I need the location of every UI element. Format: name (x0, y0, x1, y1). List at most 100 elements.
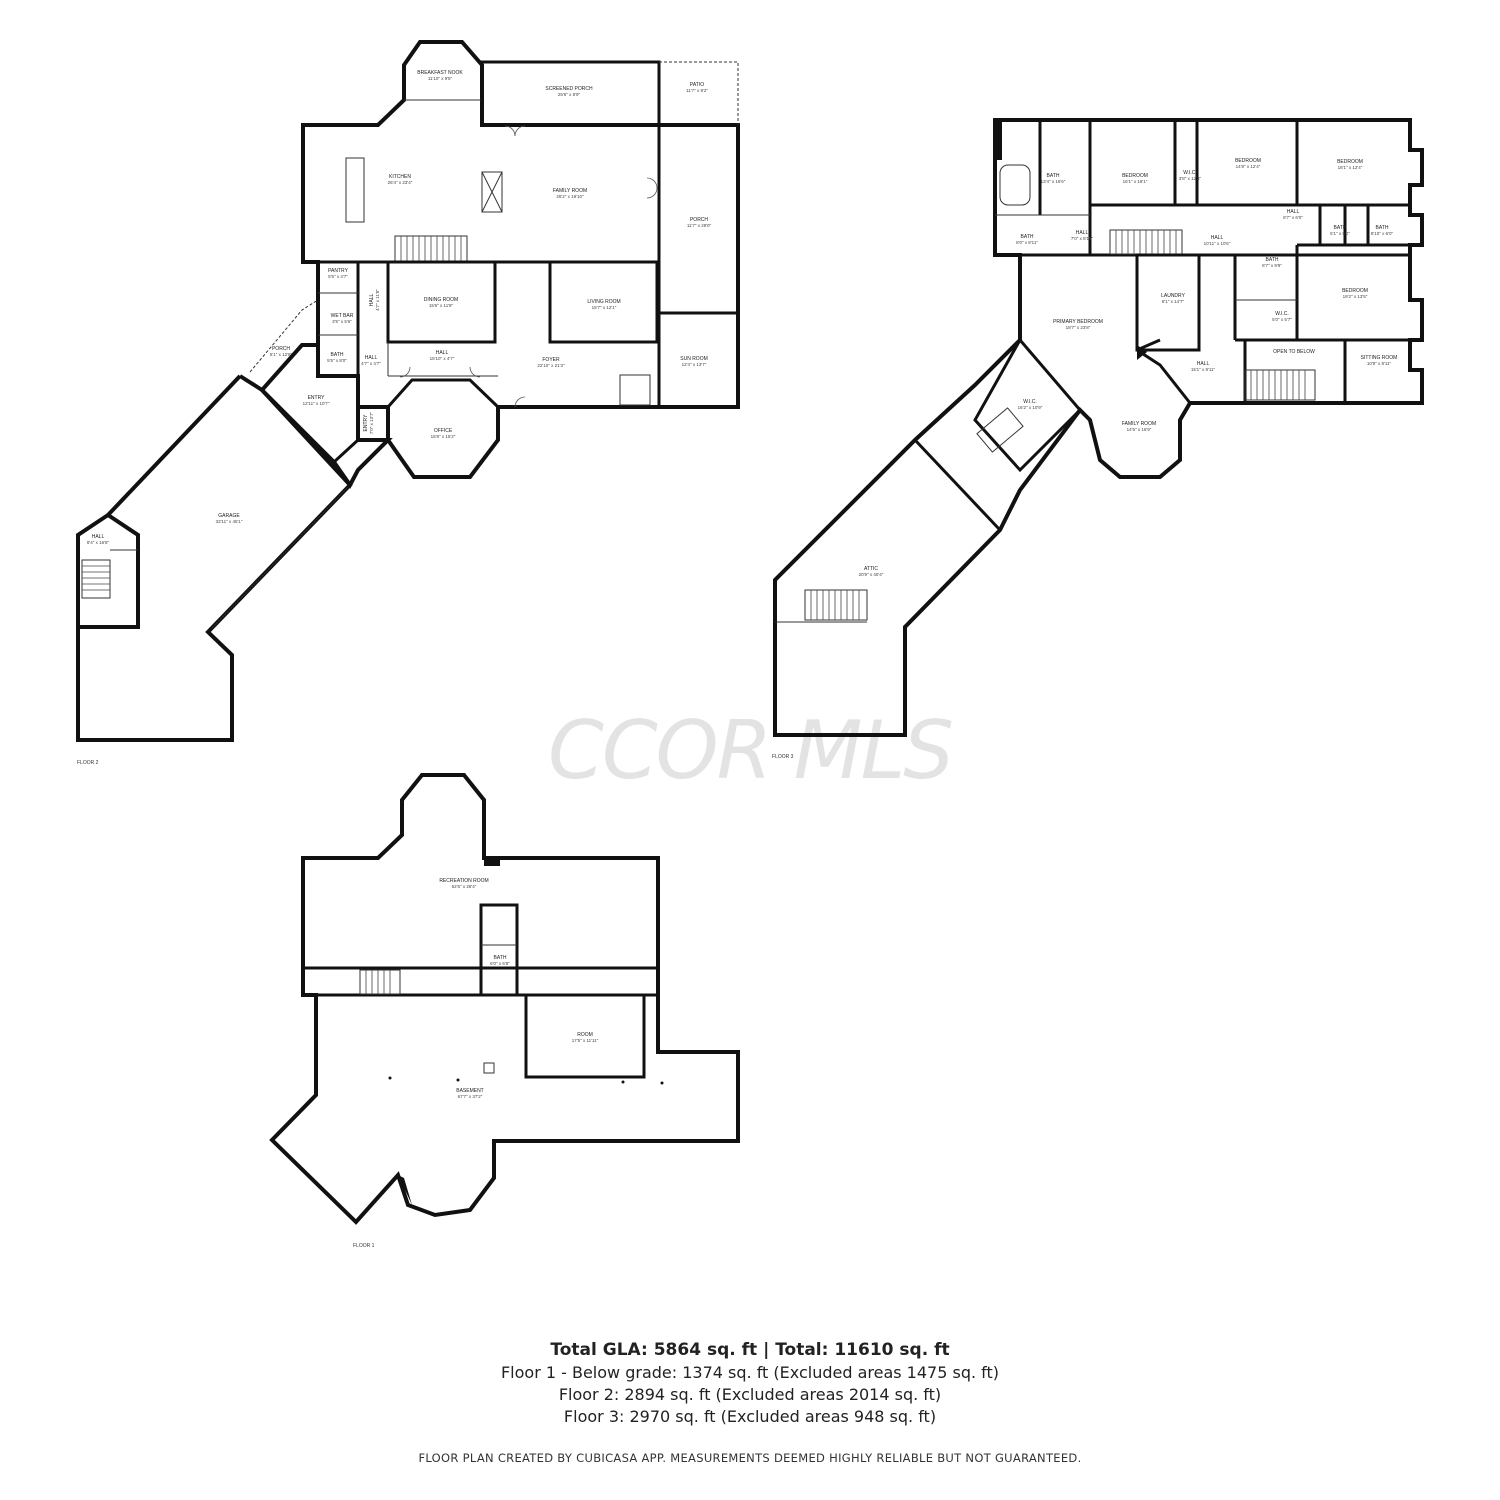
watermark-text: CCOR MLS (548, 704, 952, 797)
room-kitchen-dims: 26'4" x 23'4" (388, 180, 413, 185)
room-bath-e-dims: 8'7" x 9'9" (1262, 263, 1282, 268)
room-breakfast-nook-dims: 11'10" x 9'5" (428, 76, 453, 81)
floor-3-label: FLOOR 3 (772, 754, 794, 760)
room-hall-c-name: HALL (1211, 235, 1224, 241)
room-hall-small-dims: 4'7" x 4'7" (361, 361, 381, 366)
room-porch-east-dims: 11'7" x 28'0" (687, 223, 712, 228)
total-area: Total GLA: 5864 sq. ft | Total: 11610 sq… (550, 1340, 950, 1360)
room-laundry-name: LAUNDRY (1161, 293, 1185, 299)
room-basement-name: BASEMENT (456, 1088, 484, 1094)
room-hall-vertical-dims: 4'7" x 11'8" (375, 289, 380, 311)
room-patio-name: PATIO (690, 82, 704, 88)
room-wic-primary-dims: 16'2" x 10'9" (1018, 405, 1043, 410)
room-family-room-name: FAMILY ROOM (553, 188, 587, 194)
room-bedroom-4-name: BEDROOM (1342, 288, 1368, 294)
room-hall-garage-name: HALL (92, 534, 105, 540)
room-screened-porch-name: SCREENED PORCH (545, 86, 593, 92)
room-attic-name: ATTIC (864, 566, 878, 572)
room-hall-b-dims: 7'0" x 8'10" (1071, 236, 1094, 241)
room-garage-name: GARAGE (218, 513, 240, 519)
room-room-dims: 17'5" x 11'11" (572, 1038, 599, 1043)
room-bath-f2-dims: 5'5" x 8'0" (327, 358, 347, 363)
floor-1-plan (269, 773, 740, 1225)
room-family-room-3-dims: 14'5" x 16'9" (1127, 427, 1152, 432)
floor-2-area: Floor 2: 2894 sq. ft (Excluded areas 201… (558, 1385, 942, 1404)
room-wet-bar-name: WET BAR (331, 313, 354, 319)
room-garage-dims: 32'11" x 45'1" (216, 519, 243, 524)
room-screened-porch-dims: 25'6" x 8'9" (558, 92, 581, 97)
floor-1-labels: RECREATION ROOM 52'6" x 28'4" BATH 6'0" … (439, 878, 598, 1099)
room-entry-main-dims: 12'11" x 10'7" (303, 401, 330, 406)
room-bath-d-name: BATH (1021, 234, 1034, 240)
room-sun-room-name: SUN ROOM (680, 356, 708, 362)
room-wic-1-dims: 3'8" x 12'3" (1179, 176, 1202, 181)
floor-3-plan (773, 118, 1424, 737)
room-porch-west-dims: 5'1" x 12'8" (270, 352, 293, 357)
room-hall-d-name: HALL (1197, 361, 1210, 367)
room-bath-d-dims: 8'0" x 8'11" (1016, 240, 1038, 245)
room-hall-a-name: HALL (1287, 209, 1300, 215)
room-hall-d-dims: 15'1" x 8'11" (1191, 367, 1216, 372)
room-recreation-room-dims: 52'6" x 28'4" (452, 884, 477, 889)
room-bath-f2-name: BATH (331, 352, 344, 358)
area-summary: Total GLA: 5864 sq. ft | Total: 11610 sq… (0, 1340, 1500, 1428)
room-bedroom-2-dims: 14'8" x 12'4" (1236, 164, 1261, 169)
room-bath-primary-dims: 13'4" x 16'6" (1041, 179, 1066, 184)
room-hall-center-name: HALL (436, 350, 449, 356)
room-bath-f1-name: BATH (494, 955, 507, 961)
room-entry-main-name: ENTRY (308, 395, 326, 401)
room-foyer-name: FOYER (542, 357, 560, 363)
room-patio-dims: 11'7" x 9'2" (686, 88, 708, 93)
room-bath-e-name: BATH (1266, 257, 1279, 263)
room-primary-bedroom-dims: 18'7" x 23'8" (1066, 325, 1091, 330)
room-bath-b-name: BATH (1334, 225, 1347, 231)
room-living-room-dims: 15'7" x 12'1" (592, 305, 617, 310)
room-living-room-name: LIVING ROOM (587, 299, 620, 305)
room-hall-center-dims: 15'10" x 4'7" (430, 356, 455, 361)
room-primary-bedroom-name: PRIMARY BEDROOM (1053, 319, 1103, 325)
floor-2-label: FLOOR 2 (77, 760, 99, 766)
room-pantry-name: PANTRY (328, 268, 348, 274)
room-pantry-dims: 5'5" x 4'7" (328, 274, 348, 279)
room-office-name: OFFICE (434, 428, 453, 434)
room-hall-a-dims: 8'7" x 6'0" (1283, 215, 1303, 220)
room-bath-f1-dims: 6'0" x 6'8" (490, 961, 510, 966)
room-foyer-dims: 22'10" x 21'3" (537, 363, 565, 368)
room-attic-dims: 20'9" x 40'4" (859, 572, 884, 577)
room-bedroom-4-dims: 19'2" x 13'5" (1343, 294, 1368, 299)
floor-3-area: Floor 3: 2970 sq. ft (Excluded areas 948… (563, 1407, 937, 1426)
room-porch-west-name: PORCH (272, 346, 290, 352)
room-bedroom-1-dims: 16'1" x 18'1" (1123, 179, 1148, 184)
room-wet-bar-dims: 3'5" x 5'6" (332, 319, 352, 324)
floor-2-plan (76, 40, 740, 742)
room-bedroom-1-name: BEDROOM (1122, 173, 1148, 179)
floor-2-labels: BREAKFAST NOOK 11'10" x 9'5" SCREENED PO… (87, 70, 712, 545)
room-bedroom-3-name: BEDROOM (1337, 159, 1363, 165)
room-laundry-dims: 8'1" x 14'7" (1162, 299, 1185, 304)
room-wic-2-name: W.I.C. (1275, 311, 1289, 317)
room-office-dims: 15'8" x 15'2" (431, 434, 456, 439)
room-entry-side-dims: 7'0" x 13'7" (369, 412, 374, 435)
room-bath-c-dims: 8'10" x 6'0" (1371, 231, 1394, 236)
room-bedroom-2-name: BEDROOM (1235, 158, 1261, 164)
room-entry-side-name: ENTRY (363, 414, 369, 432)
room-sitting-room-dims: 10'9" x 8'11" (1367, 361, 1392, 366)
room-wic-2-dims: 5'0" x 5'7" (1272, 317, 1292, 322)
floor-1-label: FLOOR 1 (353, 1243, 375, 1249)
room-hall-small-name: HALL (365, 355, 378, 361)
room-recreation-room-name: RECREATION ROOM (439, 878, 488, 884)
room-hall-vertical-name: HALL (369, 294, 375, 307)
room-open-to-below-name: OPEN TO BELOW (1273, 349, 1315, 355)
room-bath-b-dims: 5'1" x 6'0" (1330, 231, 1350, 236)
room-basement-dims: 67'7" x 37'2" (458, 1094, 483, 1099)
room-porch-east-name: PORCH (690, 217, 708, 223)
room-sitting-room-name: SITTING ROOM (1361, 355, 1398, 361)
room-family-room-dims: 26'2" x 19'10" (556, 194, 584, 199)
room-bath-c-name: BATH (1376, 225, 1389, 231)
room-hall-garage-dims: 8'4" x 16'8" (87, 540, 110, 545)
room-bedroom-3-dims: 18'1" x 12'4" (1338, 165, 1363, 170)
disclaimer-text: FLOOR PLAN CREATED BY CUBICASA APP. MEAS… (418, 1451, 1082, 1465)
room-kitchen-name: KITCHEN (389, 174, 411, 180)
room-room-name: ROOM (577, 1032, 593, 1038)
floor-1-area: Floor 1 - Below grade: 1374 sq. ft (Excl… (500, 1363, 1000, 1382)
